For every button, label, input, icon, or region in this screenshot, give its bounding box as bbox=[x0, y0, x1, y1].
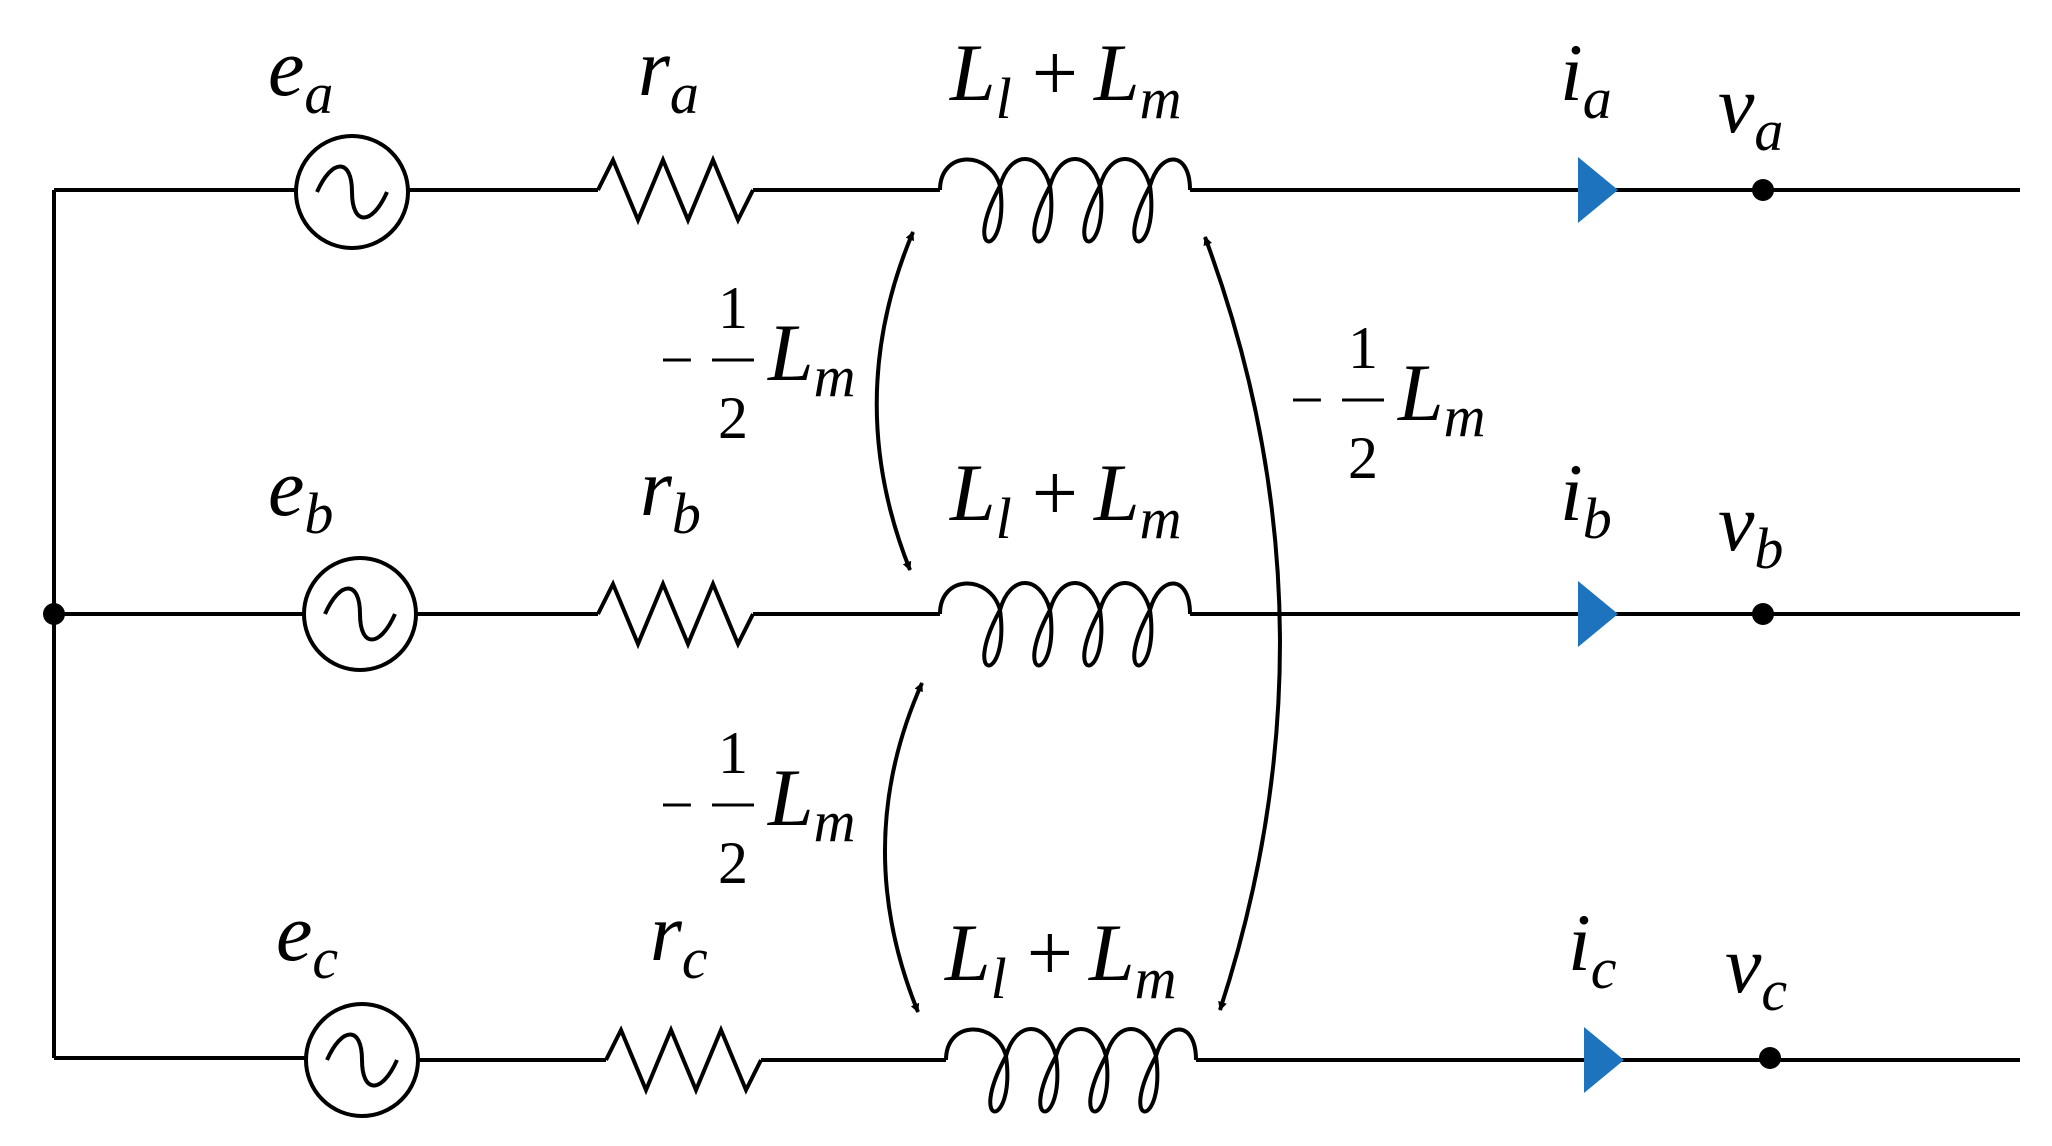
resistor-a bbox=[596, 154, 755, 226]
label-mutual-bc: − 1 2 Lm bbox=[660, 720, 856, 896]
mutual-arrow-ab bbox=[874, 231, 915, 571]
label-resistor-a: ra bbox=[638, 22, 699, 126]
label-inductor-a: Ll+Lm bbox=[949, 27, 1181, 131]
label-voltage-b: vb bbox=[1718, 477, 1783, 581]
mutual-ab-den: 2 bbox=[718, 385, 748, 451]
mutual-bc-term: Lm bbox=[767, 752, 856, 854]
mutual-ac-den: 2 bbox=[1348, 425, 1378, 491]
phase-a bbox=[54, 134, 2020, 250]
mutual-bc-sign: − bbox=[660, 772, 694, 838]
mutual-arrow-ac bbox=[1203, 236, 1282, 1011]
current-arrow-c bbox=[1584, 1027, 1624, 1093]
source-b-wave bbox=[323, 586, 397, 642]
mutual-ac-sign: − bbox=[1290, 367, 1324, 433]
terminal-b bbox=[1752, 603, 1774, 625]
mutual-ac-term: Lm bbox=[1397, 347, 1486, 449]
phase-b bbox=[54, 556, 2020, 672]
mutual-ab-term: Lm bbox=[767, 307, 856, 409]
inductor-c bbox=[944, 1027, 1198, 1114]
inductor-a bbox=[938, 157, 1192, 244]
source-c-wave bbox=[325, 1032, 399, 1088]
terminal-a bbox=[1752, 179, 1774, 201]
label-mutual-ac: − 1 2 Lm bbox=[1290, 315, 1486, 491]
resistor-c bbox=[604, 1024, 763, 1096]
label-inductor-b: Ll+Lm bbox=[949, 447, 1181, 551]
mutual-bc-num: 1 bbox=[718, 720, 748, 786]
label-voltage-c: vc bbox=[1725, 919, 1787, 1023]
label-mutual-ab: − 1 2 Lm bbox=[660, 275, 856, 451]
current-arrow-b bbox=[1578, 581, 1618, 647]
label-source-c: ec bbox=[276, 887, 338, 991]
mutual-ab-num: 1 bbox=[718, 275, 748, 341]
label-current-a: ia bbox=[1560, 27, 1612, 131]
resistor-b bbox=[596, 578, 755, 650]
label-resistor-b: rb bbox=[640, 442, 701, 546]
source-a-wave bbox=[315, 164, 389, 220]
label-source-a: ea bbox=[268, 22, 333, 126]
label-inductor-c: Ll+Lm bbox=[944, 907, 1176, 1011]
mutual-ab-sign: − bbox=[660, 327, 694, 393]
current-arrow-a bbox=[1578, 157, 1618, 223]
phase-c bbox=[54, 1002, 2020, 1118]
mutual-ac-num: 1 bbox=[1348, 315, 1378, 381]
mutual-bc-den: 2 bbox=[718, 830, 748, 896]
label-current-c: ic bbox=[1568, 897, 1617, 1001]
label-source-b: eb bbox=[268, 442, 333, 546]
inductor-b bbox=[938, 581, 1192, 668]
label-voltage-a: va bbox=[1718, 59, 1783, 163]
label-current-b: ib bbox=[1560, 447, 1612, 551]
terminal-c bbox=[1759, 1047, 1781, 1069]
label-resistor-c: rc bbox=[650, 887, 708, 991]
mutual-arrow-bc bbox=[882, 682, 924, 1013]
